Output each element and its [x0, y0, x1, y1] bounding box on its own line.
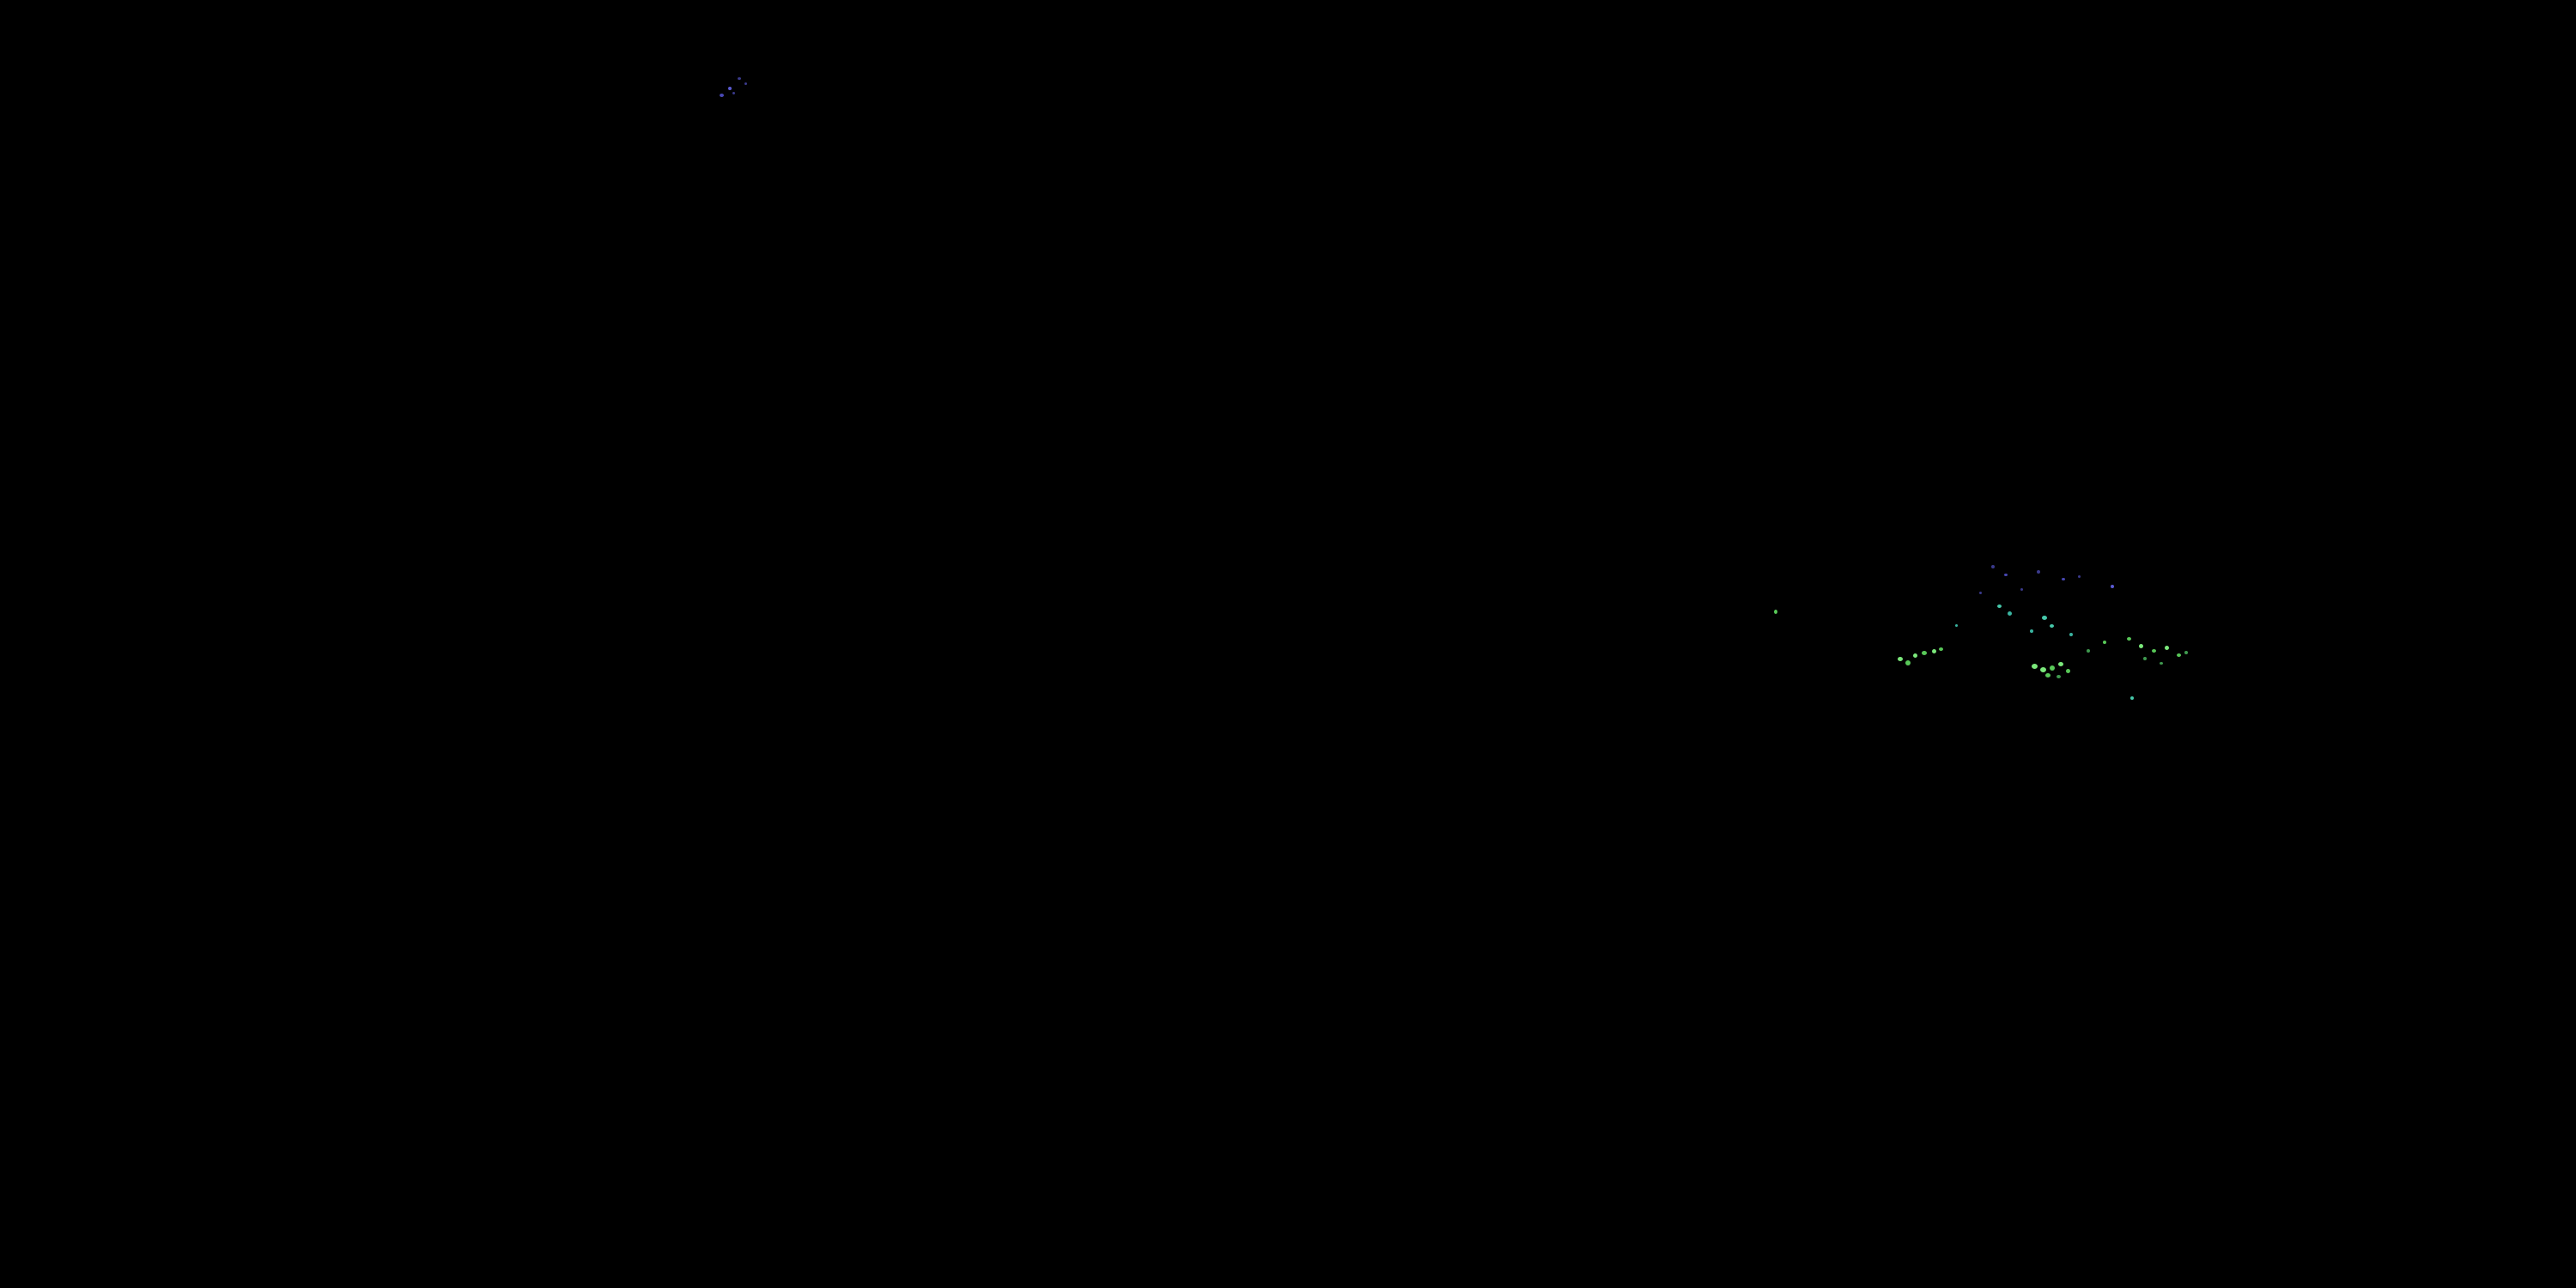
light-speck: [2004, 574, 2008, 576]
light-speck: [1979, 592, 1982, 594]
light-speck: [2111, 585, 2114, 588]
light-speck: [1913, 653, 1917, 658]
light-speck: [1774, 610, 1777, 614]
light-speck: [2040, 667, 2046, 672]
light-speck: [2078, 575, 2081, 578]
light-speck: [2020, 588, 2023, 591]
light-speck: [2130, 696, 2134, 700]
light-speck: [1955, 624, 1958, 627]
light-speck: [2143, 657, 2147, 660]
light-speck: [2037, 570, 2040, 574]
light-speck: [2008, 611, 2012, 616]
light-speck: [2030, 629, 2033, 633]
light-speck: [2042, 616, 2047, 620]
light-speck: [738, 77, 741, 80]
light-speck: [2050, 624, 2054, 628]
light-speck: [1997, 605, 2002, 608]
light-speck: [720, 94, 724, 97]
light-speck: [2069, 633, 2073, 636]
light-speck: [2062, 578, 2065, 580]
light-speck: [2066, 669, 2070, 673]
light-speck: [2184, 651, 2188, 654]
light-speck: [2058, 662, 2063, 666]
light-speck: [2057, 675, 2061, 678]
light-speck: [2165, 646, 2169, 650]
light-speck: [1922, 651, 1927, 655]
light-speck: [2139, 644, 2143, 648]
light-speck: [1991, 565, 1995, 568]
light-speck: [1905, 660, 1911, 665]
light-speck: [1939, 647, 1943, 651]
light-speck: [1932, 649, 1936, 653]
light-speck: [732, 92, 735, 94]
light-speck: [2177, 653, 2181, 657]
light-speck: [728, 87, 732, 90]
light-speck: [2127, 637, 2131, 641]
light-speck: [2103, 641, 2106, 644]
light-speck: [2152, 649, 2156, 653]
light-speck: [2050, 665, 2055, 671]
light-speck: [744, 82, 747, 85]
light-speck: [2032, 664, 2038, 669]
light-speck: [2160, 662, 2163, 665]
light-speck: [2045, 673, 2050, 677]
light-speck: [2087, 649, 2090, 653]
light-speck: [1898, 657, 1903, 661]
